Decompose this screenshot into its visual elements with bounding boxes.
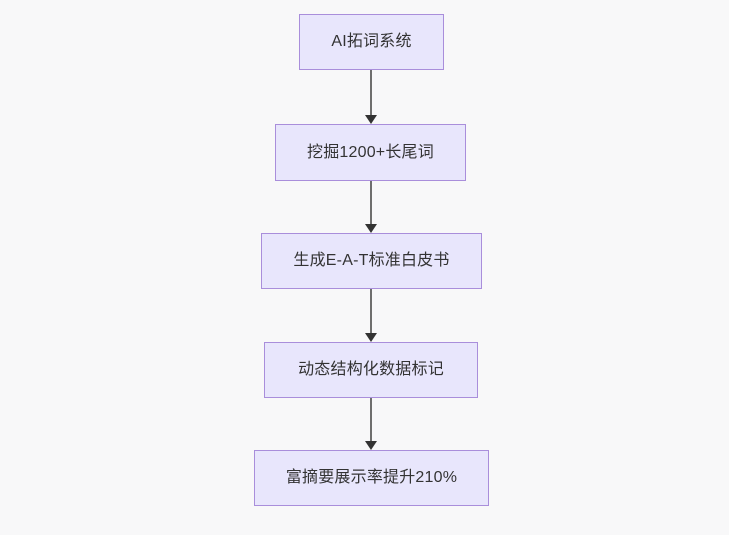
flow-node-label: 挖掘1200+长尾词	[307, 143, 434, 161]
connector-node2-node3	[358, 181, 384, 233]
arrowhead-icon	[365, 115, 377, 124]
flow-node-label: 生成E-A-T标准白皮书	[293, 252, 450, 269]
flow-node-rich-snippet-result[interactable]: 富摘要展示率提升210%	[254, 450, 489, 506]
arrowhead-icon	[365, 441, 377, 450]
connector-line	[370, 289, 372, 333]
connector-node3-node4	[358, 289, 384, 342]
connector-line	[370, 70, 372, 115]
connector-line	[370, 398, 372, 441]
connector-node4-node5	[358, 398, 384, 450]
flow-node-label: 动态结构化数据标记	[298, 361, 444, 378]
arrowhead-icon	[365, 333, 377, 342]
flow-node-label: AI拓词系统	[331, 33, 412, 50]
flow-node-eat-whitepaper[interactable]: 生成E-A-T标准白皮书	[261, 233, 482, 289]
connector-node1-node2	[358, 70, 384, 124]
connector-line	[370, 181, 372, 224]
flow-node-label: 富摘要展示率提升210%	[285, 469, 458, 486]
flow-node-ai-keyword-system[interactable]: AI拓词系统	[299, 14, 444, 70]
flow-node-longtail-keywords[interactable]: 挖掘1200+长尾词	[275, 124, 466, 181]
flow-node-structured-data-markup[interactable]: 动态结构化数据标记	[264, 342, 478, 398]
arrowhead-icon	[365, 224, 377, 233]
